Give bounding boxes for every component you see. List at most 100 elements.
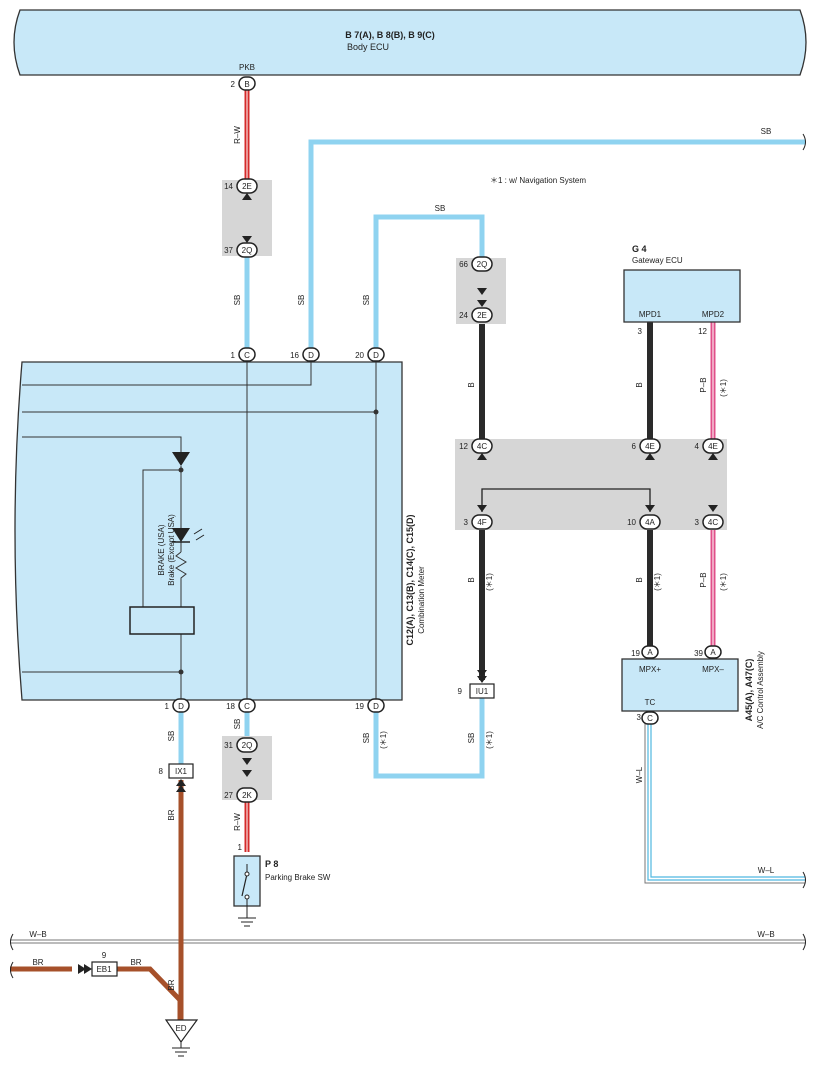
svg-text:P–B: P–B <box>699 572 708 587</box>
svg-text:SB: SB <box>167 731 176 742</box>
wire-labels: R–W SB SB SB SB SB B B P–B (＊1) B (＊1) B… <box>29 126 774 991</box>
svg-text:SB: SB <box>297 295 306 306</box>
svg-text:66: 66 <box>459 260 468 269</box>
svg-text:W–B: W–B <box>29 930 46 939</box>
svg-text:4: 4 <box>695 442 700 451</box>
gateway-pin2: MPD2 <box>702 310 725 319</box>
svg-text:10: 10 <box>627 518 636 527</box>
connector-arrows <box>78 193 718 974</box>
svg-text:D: D <box>373 702 379 711</box>
meter-module-box <box>129 606 195 635</box>
note-navigation: ＊1 : w/ Navigation System <box>490 176 586 185</box>
svg-text:C: C <box>244 351 250 360</box>
svg-text:8: 8 <box>159 767 164 776</box>
ground-ed: ED <box>164 1019 199 1057</box>
pin-body-b2: B 2 <box>231 76 256 91</box>
svg-text:9: 9 <box>458 687 463 696</box>
svg-text:C: C <box>647 714 653 723</box>
parking-code: P 8 <box>265 859 278 869</box>
svg-text:16: 16 <box>290 351 299 360</box>
svg-text:(＊1): (＊1) <box>485 573 494 591</box>
lamp-label-except-usa: Brake (Except USA) <box>167 514 176 586</box>
gateway-name: Gateway ECU <box>632 256 683 265</box>
ac-pin2-num: 39 <box>694 649 703 658</box>
svg-text:18: 18 <box>226 702 235 711</box>
svg-text:SB: SB <box>233 295 242 306</box>
ed-label: ED <box>175 1024 186 1033</box>
gateway-pin2-num: 12 <box>698 327 707 336</box>
body-ecu-code: B 7(A), B 8(B), B 9(C) <box>345 30 435 40</box>
ac-pin2: MPX– <box>702 665 724 674</box>
svg-text:14: 14 <box>224 182 233 191</box>
ac-control-assembly: MPX+ MPX– TC 19 39 3 A45(A), A47(C) A/C … <box>621 649 765 729</box>
connector-eb1: EB1 9 <box>91 951 118 977</box>
connector-ac-tc: C <box>641 711 659 725</box>
svg-text:1: 1 <box>165 702 170 711</box>
connector-c4f: 4F3 <box>464 514 493 530</box>
wire-break-marks <box>10 133 806 979</box>
svg-text:P–B: P–B <box>699 377 708 392</box>
meter-pin-bottom: D 19 <box>355 698 385 713</box>
connector-c4c_r: 4C3 <box>695 514 724 530</box>
ac-pin1: MPX+ <box>639 665 661 674</box>
svg-text:EB1: EB1 <box>96 965 112 974</box>
svg-text:R–W: R–W <box>233 126 242 144</box>
body-ecu-pin-name: PKB <box>239 63 255 72</box>
svg-text:4C: 4C <box>708 518 718 527</box>
meter-pin-top: C1 <box>231 347 256 362</box>
diode-icon <box>172 452 190 466</box>
gateway-pin1: MPD1 <box>639 310 662 319</box>
parking-brake-switch: P 8 Parking Brake SW 1 <box>233 843 331 927</box>
meter-pin-bottom: C 18 <box>226 698 256 713</box>
wire-sb-d16 <box>308 139 805 348</box>
svg-text:4A: 4A <box>645 518 655 527</box>
lamp-label-usa: BRAKE (USA) <box>157 524 166 575</box>
parking-name: Parking Brake SW <box>265 873 331 882</box>
body-ecu: B 7(A), B 8(B), B 9(C) Body ECU PKB <box>13 9 807 76</box>
svg-text:D: D <box>373 351 379 360</box>
svg-text:19: 19 <box>355 702 364 711</box>
svg-text:(＊1): (＊1) <box>719 379 728 397</box>
svg-text:W–B: W–B <box>757 930 774 939</box>
svg-text:1: 1 <box>231 351 236 360</box>
svg-text:R–W: R–W <box>233 813 242 831</box>
ground-icon <box>238 917 256 927</box>
svg-text:12: 12 <box>459 442 468 451</box>
svg-text:SB: SB <box>362 733 371 744</box>
svg-text:4E: 4E <box>708 442 718 451</box>
svg-text:20: 20 <box>355 351 364 360</box>
connector-c4e_r: 4E 4 <box>695 438 724 454</box>
rect-connectors: IU1 9 IX1 8 EB1 9 A A C <box>91 645 722 977</box>
led-icon <box>172 528 190 542</box>
wire-sb-d20 <box>373 214 485 348</box>
svg-text:A: A <box>647 648 653 657</box>
svg-text:31: 31 <box>224 741 233 750</box>
connector-ix1: IX1 8 <box>159 763 194 779</box>
ac-code: A45(A), A47(C) <box>744 659 754 722</box>
svg-text:BR: BR <box>130 958 141 967</box>
svg-text:SB: SB <box>233 719 242 730</box>
svg-text:BR: BR <box>167 809 176 820</box>
combination-meter: BRAKE (USA) Brake (Except USA) C12(A), C… <box>14 361 426 701</box>
svg-text:4F: 4F <box>477 518 486 527</box>
gateway-pin1-num: 3 <box>638 327 643 336</box>
ac-name: A/C Control Assembly <box>756 651 765 729</box>
svg-text:BR: BR <box>32 958 43 967</box>
svg-text:B: B <box>467 382 476 387</box>
gateway-ecu: G 4 Gateway ECU MPD1 MPD2 3 12 <box>623 244 741 336</box>
svg-text:(＊1): (＊1) <box>653 573 662 591</box>
svg-text:2E: 2E <box>477 311 487 320</box>
svg-text:C: C <box>244 702 250 711</box>
wire-sb-d19 <box>373 698 485 779</box>
svg-text:9: 9 <box>102 951 107 960</box>
svg-text:6: 6 <box>632 442 637 451</box>
svg-text:4E: 4E <box>645 442 655 451</box>
body-ecu-name: Body ECU <box>347 42 389 52</box>
